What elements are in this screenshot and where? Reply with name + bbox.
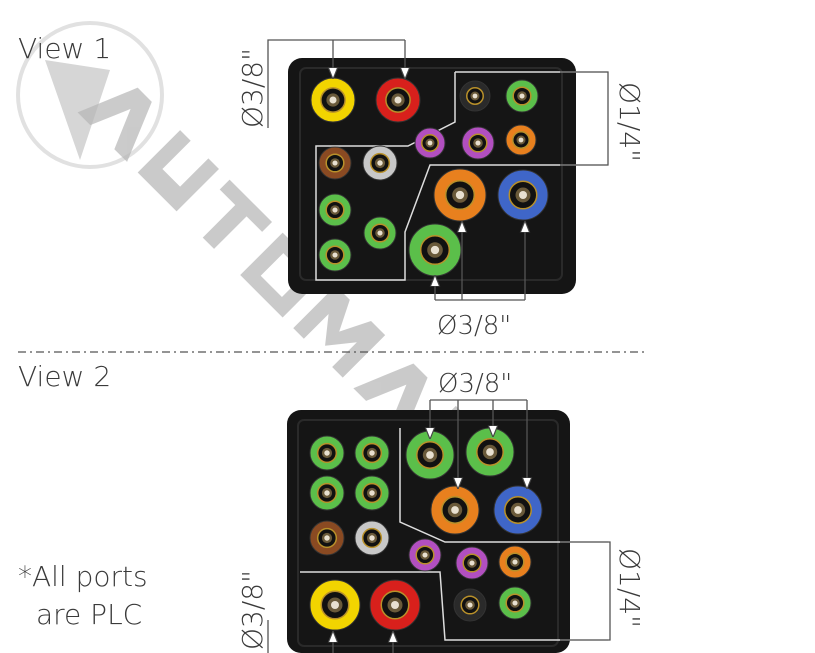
- port: [309, 435, 345, 471]
- note-line2: are PLC: [36, 598, 142, 631]
- port: [310, 77, 356, 123]
- port: [461, 126, 495, 160]
- port: [465, 427, 515, 477]
- port: [497, 169, 549, 221]
- port: [318, 193, 352, 227]
- port: [453, 588, 487, 622]
- port: [309, 475, 345, 511]
- port: [362, 145, 398, 181]
- port: [498, 545, 532, 579]
- port: [408, 538, 442, 572]
- port: [354, 435, 390, 471]
- port: [318, 146, 352, 180]
- port: [414, 127, 446, 159]
- view2-dim-right: Ø1/4": [613, 548, 646, 628]
- view1-dim-right: Ø1/4": [613, 82, 646, 162]
- note-line1: *All ports: [18, 560, 148, 593]
- port: [369, 579, 421, 631]
- view2-dim-top: Ø3/8": [438, 369, 512, 399]
- view1-title: View 1: [18, 32, 111, 65]
- view2-dim-left: Ø3/8": [236, 570, 269, 650]
- port: [505, 79, 539, 113]
- port: [354, 475, 390, 511]
- view2-dimension-lines: [267, 399, 611, 653]
- port: [459, 80, 491, 112]
- port: [309, 520, 345, 556]
- port: [455, 546, 489, 580]
- view1-dim-left: Ø3/8": [236, 48, 269, 128]
- view1-ports: [310, 77, 549, 277]
- view2-ports: [309, 427, 543, 631]
- port: [433, 168, 487, 222]
- view1-dimension-lines: [267, 39, 609, 301]
- port: [430, 485, 480, 535]
- port: [498, 586, 532, 620]
- port: [309, 579, 361, 631]
- port: [354, 520, 390, 556]
- port: [318, 238, 352, 272]
- port: [493, 485, 543, 535]
- port: [405, 430, 455, 480]
- port: [363, 216, 397, 250]
- view2-title: View 2: [18, 360, 111, 393]
- port: [408, 223, 462, 277]
- port: [505, 124, 537, 156]
- watermark-logo: [16, 21, 164, 169]
- port: [375, 77, 421, 123]
- view1-dim-bottom: Ø3/8": [437, 311, 511, 341]
